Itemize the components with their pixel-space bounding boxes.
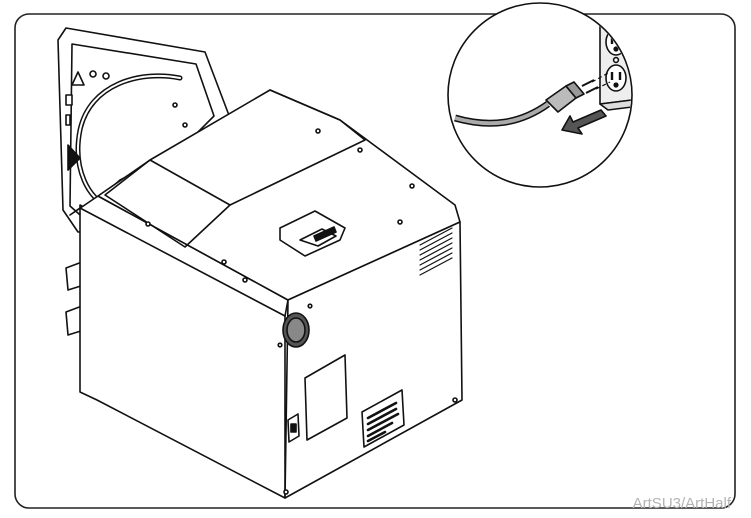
access-panel (304, 354, 348, 441)
lid-latch (279, 210, 346, 257)
plug (545, 79, 599, 113)
pull-arrow-icon (561, 109, 607, 135)
body-right-face (284, 221, 463, 499)
vent-slots (419, 227, 453, 276)
sterilizer-unit (57, 27, 463, 499)
open-door (57, 27, 231, 233)
warning-triangle-icon (71, 71, 85, 86)
power-inlet (287, 413, 300, 443)
figure-caption: ArtSU3/ArtHalf (633, 495, 732, 512)
label-plate (361, 389, 405, 448)
fan-grille (282, 312, 310, 348)
outlet-detail-callout (447, 2, 633, 188)
